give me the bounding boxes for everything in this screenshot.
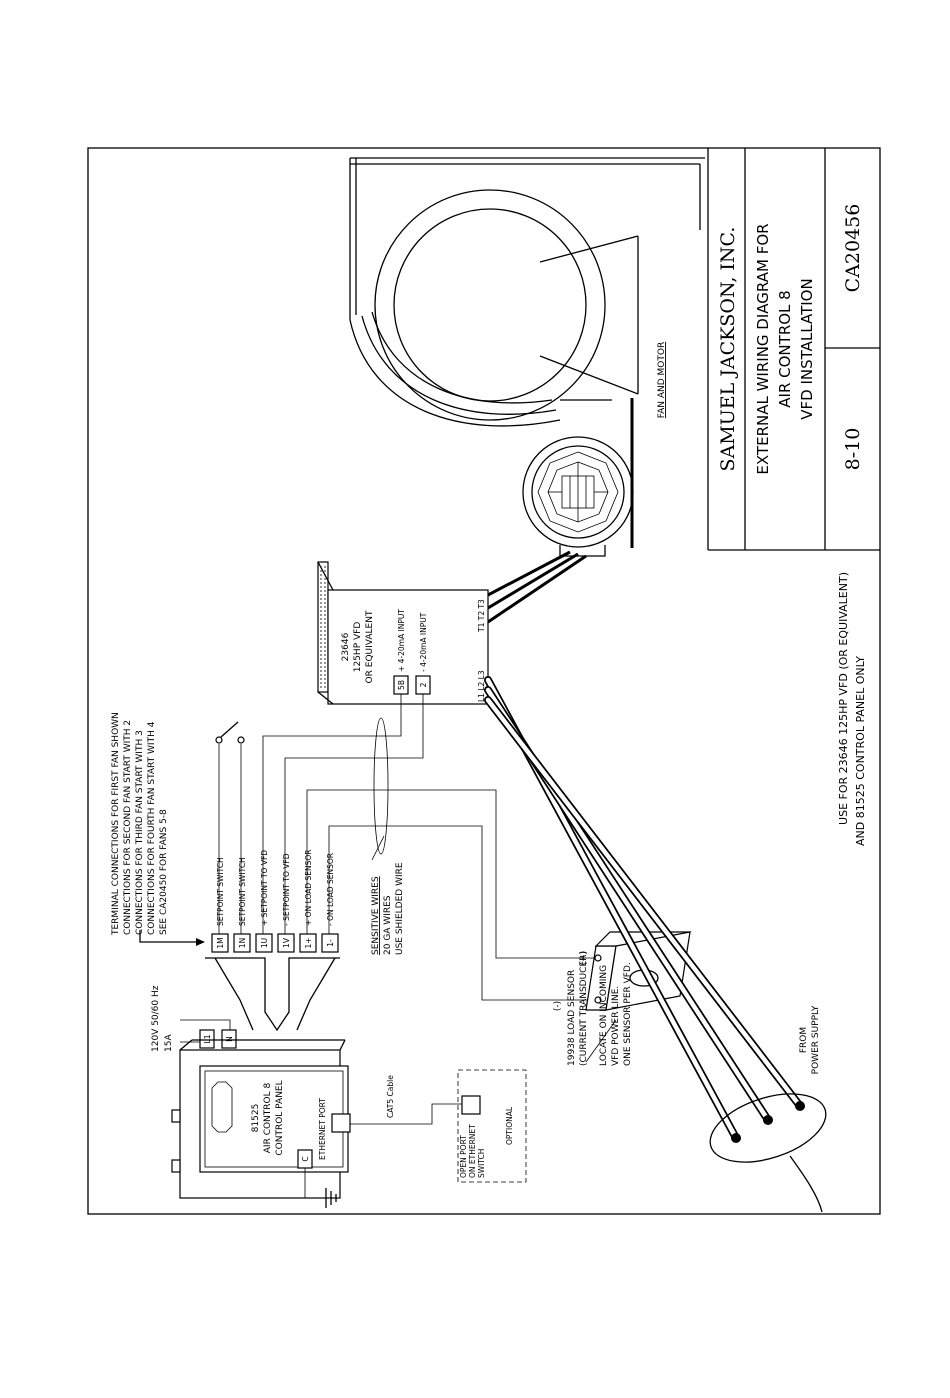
vfd-terminal-5b-label: + 4-20mA INPUT — [397, 609, 406, 672]
cat5-cable-label: CAT5 Cable — [386, 1075, 395, 1118]
vfd-model: 23646 — [341, 632, 351, 661]
power-wire-n — [180, 1019, 231, 1030]
terminal-1u-id: 1U — [260, 938, 269, 948]
usage-note-line-1: USE FOR 23646 125HP VFD (OR EQUIVALENT) — [837, 572, 850, 825]
vfd-rating: 125HP VFD — [353, 622, 363, 673]
vfd-terminal-2-id: 2 — [419, 682, 428, 687]
ethernet-switch-line-2: ON ETHERNET — [468, 1124, 477, 1178]
wire-setpoint-minus — [284, 694, 424, 934]
terminal-1v-id: 1V — [282, 937, 291, 948]
power-supply-line-1: FROM — [799, 1027, 809, 1053]
motor-cable-t1 — [487, 550, 571, 597]
ethernet-port-label: ETHERNET PORT — [318, 1098, 327, 1160]
sensitive-note-line-1: SENSITIVE WIRES — [371, 876, 381, 955]
vfd-terminal-2-label: - 4-20mA INPUT — [419, 612, 428, 672]
vfd-output-terminals: T1 T2 T3 — [477, 599, 486, 633]
vfd-unit — [317, 561, 489, 705]
ground-icon — [325, 1188, 337, 1208]
control-panel-enclosure — [171, 1039, 349, 1199]
terminal-l1 — [199, 1029, 215, 1049]
sensitive-note-line-2: 20 GA WIRES — [383, 895, 393, 955]
wire-sensor-plus — [306, 789, 598, 959]
company-name: SAMUEL JACKSON, INC. — [717, 227, 739, 472]
terminal-strip — [205, 957, 340, 1032]
sensor-note-line-3: LOCATE ON INCOMING — [599, 965, 609, 1066]
sensor-plus-label: (+) — [579, 951, 589, 966]
wire-sensor-minus — [328, 825, 598, 1001]
ethernet-switch-port — [461, 1095, 481, 1115]
terminal-1plus: 1+ + ON LOAD SENSOR — [299, 849, 317, 953]
terminal-note-leader — [139, 930, 196, 943]
sensor-note-line-2: (CURRENT TRANSDUCER) — [579, 951, 589, 1066]
ground-wire — [304, 1168, 326, 1199]
terminal-1minus: 1- - ON LOAD SENSOR — [321, 853, 339, 953]
terminal-1m: 1M SETPOINT SWITCH — [211, 857, 229, 953]
cat5-cable — [350, 1103, 462, 1125]
motor-cable-t3 — [487, 554, 587, 624]
power-fuse-rating: 15A — [164, 1034, 174, 1052]
drawing-date: 8-10 — [842, 428, 864, 471]
motor-cable-t2 — [487, 552, 579, 610]
terminal-1u-label: + SETPOINT TO VFD — [260, 850, 269, 926]
vfd-equivalent: OR EQUIVALENT — [365, 610, 375, 683]
terminal-1m-label: SETPOINT SWITCH — [216, 857, 225, 926]
terminal-l1-id: L1 — [203, 1034, 212, 1043]
fan-and-motor-label: FAN AND MOTOR — [657, 342, 667, 418]
sensor-minus-label: (-) — [553, 1001, 563, 1011]
terminal-1u: 1U + SETPOINT TO VFD — [255, 850, 273, 953]
ethernet-switch-box — [457, 1069, 527, 1183]
terminal-1n-id: 1N — [238, 938, 247, 948]
terminal-1m-id: 1M — [216, 937, 225, 948]
terminal-note-line-5: SEE CA20450 FOR FANS 5-8 — [159, 809, 169, 935]
title-block: SAMUEL JACKSON, INC. EXTERNAL WIRING DIA… — [707, 148, 880, 551]
terminal-list: 1M SETPOINT SWITCH 1N SETPOINT SWITCH 1U… — [211, 849, 339, 953]
title-line-2: AIR CONTROL 8 — [776, 290, 794, 407]
terminal-1plus-label: + ON LOAD SENSOR — [304, 849, 313, 926]
power-supply-rating: 120V 50/60 Hz — [151, 985, 161, 1052]
terminal-1v: 1V - SETPOINT TO VFD — [277, 853, 295, 953]
title-line-1: EXTERNAL WIRING DIAGRAM FOR — [754, 223, 772, 474]
ground-terminal-id: C — [301, 1156, 310, 1161]
vfd-terminal-5b-id: 5B — [397, 680, 406, 690]
ethernet-switch-line-1: OPEN PORT — [459, 1135, 468, 1178]
terminal-note-line-2: CONNECTIONS FOR SECOND FAN START WITH 2 — [123, 720, 133, 935]
terminal-n-id: N — [225, 1036, 234, 1042]
terminal-1v-label: - SETPOINT TO VFD — [282, 853, 291, 926]
panel-type: CONTROL PANEL — [275, 1080, 285, 1155]
sensor-note-line-5: ONE SENSOR PER VFD. — [623, 962, 633, 1066]
panel-model: 81525 — [251, 1104, 261, 1133]
ethernet-port — [331, 1113, 351, 1133]
drawing-number: CA20456 — [842, 204, 864, 293]
ethernet-switch-line-3: SWITCH — [477, 1149, 486, 1178]
terminal-n — [221, 1029, 237, 1049]
ethernet-switch-optional: OPTIONAL — [505, 1106, 514, 1145]
incoming-power-cables — [484, 676, 827, 1213]
sensor-note-line-4: VFD POWER LINE. — [611, 986, 621, 1066]
shielded-cable-symbol — [373, 717, 389, 855]
setpoint-switch-symbol — [215, 721, 245, 934]
sensitive-note-line-3: USE SHIELDED WIRE — [395, 862, 405, 955]
terminal-note-line-3: CONNECTIONS FOR THIRD FAN START WITH 3 — [135, 730, 145, 935]
terminal-1minus-label: - ON LOAD SENSOR — [326, 853, 335, 926]
terminal-1plus-id: 1+ — [304, 937, 313, 948]
sensor-leader — [585, 1019, 617, 1063]
terminal-1minus-id: 1- — [326, 939, 335, 947]
power-supply-line-2: POWER SUPPLY — [811, 1005, 821, 1074]
terminal-1n-label: SETPOINT SWITCH — [238, 857, 247, 926]
terminal-note-arrow — [196, 938, 205, 946]
sensor-note-line-1: 19938 LOAD SENSOR — [567, 970, 577, 1066]
fan-and-motor-drawing — [349, 157, 705, 557]
sensitive-wires-leader — [371, 835, 385, 861]
drawing-border — [87, 147, 881, 1215]
title-line-3: VFD INSTALLATION — [798, 278, 816, 419]
terminal-1n: 1N SETPOINT SWITCH — [233, 857, 251, 953]
panel-name: AIR CONTROL 8 — [263, 1082, 273, 1153]
terminal-note-line-4: CONNECTIONS FOR FOURTH FAN START WITH 4 — [147, 721, 157, 935]
wire-setpoint-plus — [262, 694, 402, 934]
usage-note-line-2: AND 81525 CONTROL PANEL ONLY — [854, 656, 867, 846]
vfd-input-terminals: L1 L2 L3 — [477, 670, 486, 702]
terminal-note-line-1: TERMINAL CONNECTIONS FOR FIRST FAN SHOWN — [111, 712, 121, 936]
